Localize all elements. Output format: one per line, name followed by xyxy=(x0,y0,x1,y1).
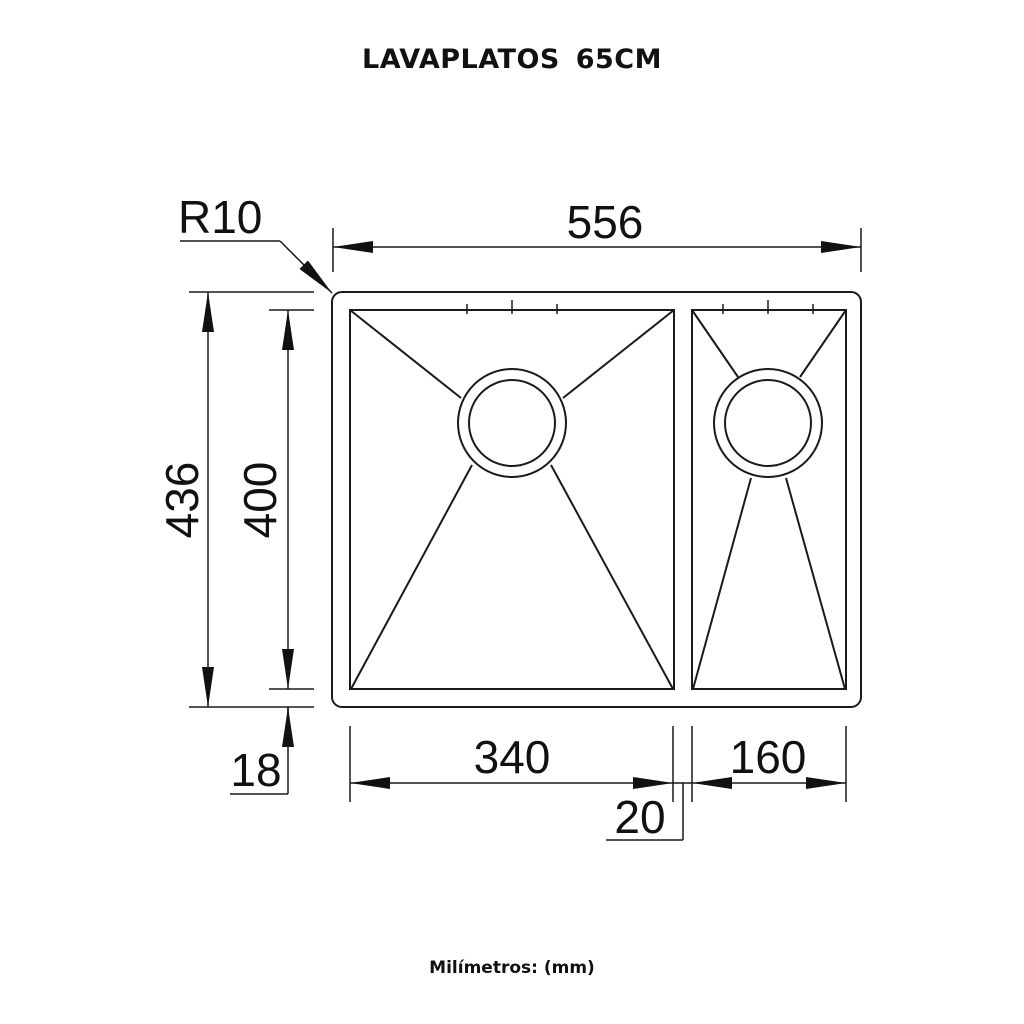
label-rim-offset: 18 xyxy=(230,744,281,796)
dimension-rim-offset xyxy=(230,707,294,795)
label-left-bowl-width: 340 xyxy=(474,731,551,783)
right-drain-icon xyxy=(713,368,823,478)
label-divider-width: 20 xyxy=(614,791,665,843)
label-bowl-depth: 400 xyxy=(234,462,286,539)
label-overall-depth: 436 xyxy=(156,462,208,539)
dimension-overall-width xyxy=(332,228,862,272)
label-radius: R10 xyxy=(178,191,262,243)
left-bowl xyxy=(349,300,675,690)
left-drain-icon xyxy=(457,368,567,478)
label-right-bowl-width: 160 xyxy=(730,731,807,783)
radius-leader xyxy=(180,240,333,294)
dimension-right-bowl-width xyxy=(691,726,847,802)
dimension-divider xyxy=(606,782,692,841)
dimension-bowl-depth xyxy=(269,309,314,690)
dimension-left-bowl-width xyxy=(349,726,674,802)
page-title: LAVAPLATOS 65CM xyxy=(362,44,662,75)
label-overall-width: 556 xyxy=(567,196,644,248)
units-note: Milímetros: (mm) xyxy=(429,958,595,978)
sink-outer-outline xyxy=(331,291,862,708)
right-bowl xyxy=(691,300,847,690)
